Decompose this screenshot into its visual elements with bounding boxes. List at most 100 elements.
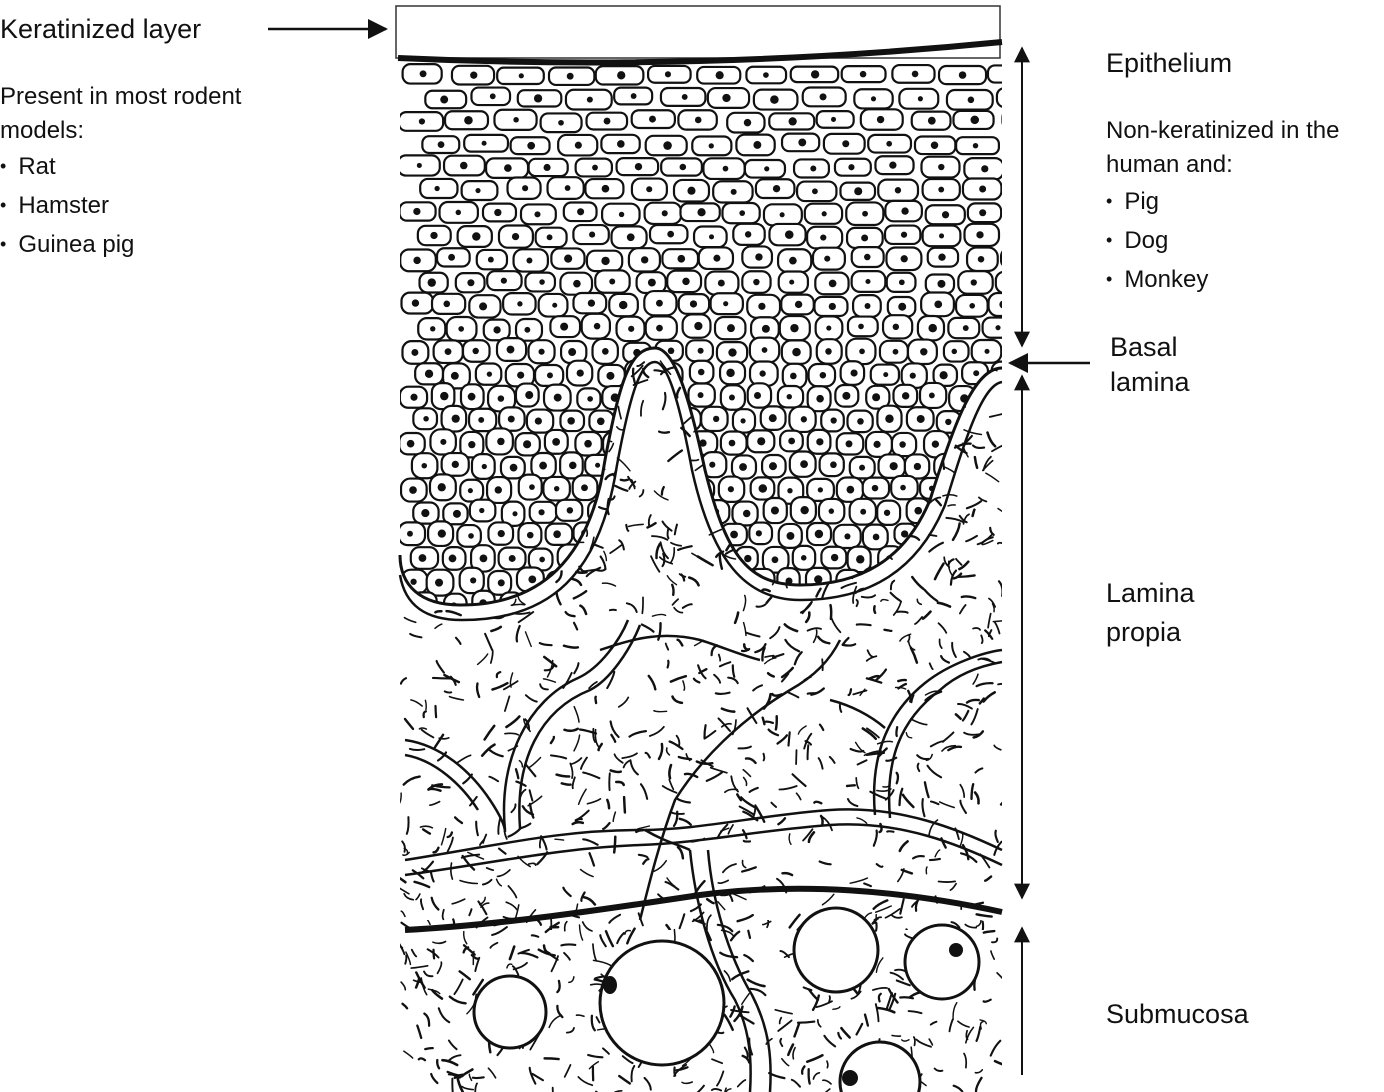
cell-nucleus <box>656 299 663 307</box>
connective-fiber <box>982 691 996 703</box>
cell-nucleus <box>938 186 945 193</box>
cell-nucleus <box>508 554 516 562</box>
rodent-models-line-1: Present in most rodent <box>0 83 242 110</box>
cell-nucleus <box>564 254 573 263</box>
cell-nucleus <box>603 117 611 125</box>
cell-nucleus <box>677 254 686 263</box>
cell-nucleus <box>786 394 792 400</box>
connective-fiber <box>431 676 452 680</box>
cell-nucleus <box>448 253 456 261</box>
connective-fiber <box>976 534 993 546</box>
connective-fiber <box>563 727 579 733</box>
cell-nucleus <box>517 301 523 307</box>
connective-fiber <box>933 562 945 581</box>
connective-fiber <box>719 951 739 959</box>
cell-nucleus <box>984 348 990 354</box>
cell-nucleus <box>740 418 746 424</box>
cell-nucleus <box>792 347 801 357</box>
cell-nucleus <box>727 486 734 493</box>
connective-fiber <box>977 496 988 503</box>
connective-fiber <box>743 1046 749 1059</box>
connective-fiber <box>904 933 914 940</box>
connective-fiber <box>957 1020 970 1028</box>
cell-nucleus <box>744 231 752 238</box>
connective-fiber <box>580 756 588 770</box>
cell-nucleus <box>958 71 967 79</box>
connective-fiber <box>459 879 479 885</box>
connective-fiber <box>886 830 895 833</box>
connective-fiber <box>651 535 669 541</box>
connective-fiber <box>949 882 957 891</box>
cell-nucleus <box>755 253 763 261</box>
connective-fiber <box>657 430 671 434</box>
connective-fiber <box>895 979 911 987</box>
cell-nucleus <box>1009 71 1015 77</box>
epithelial-cell <box>963 546 993 572</box>
cell-nucleus <box>640 393 648 400</box>
cell-nucleus <box>945 509 954 519</box>
connective-fiber <box>876 1006 896 1014</box>
connective-fiber <box>432 846 440 854</box>
cell-nucleus <box>581 484 588 492</box>
connective-fiber <box>474 1082 478 1092</box>
cell-nucleus <box>450 371 459 380</box>
cell-nucleus <box>526 257 533 264</box>
cell-nucleus <box>970 115 980 125</box>
connective-fiber <box>761 588 771 593</box>
connective-fiber <box>685 753 691 762</box>
connective-fiber <box>504 732 520 736</box>
connective-fiber <box>472 950 475 966</box>
connective-fiber <box>418 727 428 730</box>
connective-fiber <box>424 699 427 711</box>
cell-nucleus <box>504 164 512 172</box>
cell-nucleus <box>682 277 690 286</box>
connective-fiber <box>678 913 686 930</box>
submucosa-label: Submucosa <box>1106 999 1249 1029</box>
connective-fiber <box>863 1013 870 1027</box>
submucosa-nuclei <box>603 943 963 1086</box>
cell-nucleus <box>539 461 547 470</box>
cell-nucleus <box>493 326 501 334</box>
connective-fiber <box>949 569 958 586</box>
connective-fiber <box>840 1026 851 1039</box>
cell-nucleus <box>900 484 906 491</box>
connective-fiber <box>813 800 823 805</box>
connective-fiber <box>973 455 979 470</box>
connective-fiber <box>542 678 557 683</box>
connective-fiber <box>717 879 730 885</box>
connective-fiber <box>763 720 775 725</box>
cell-nucleus <box>448 554 457 563</box>
connective-fiber <box>586 798 602 805</box>
connective-fiber <box>892 600 903 616</box>
cell-nucleus <box>770 95 779 104</box>
cell-nucleus <box>826 325 832 331</box>
epithelial-cell <box>601 523 629 548</box>
basal-lamina-inner-line <box>398 360 1003 622</box>
cell-nucleus <box>828 279 837 288</box>
cell-nucleus <box>458 326 465 332</box>
connective-fiber <box>404 954 408 965</box>
connective-fiber <box>788 833 792 846</box>
connective-fiber <box>952 1084 964 1092</box>
cell-nucleus <box>538 348 545 355</box>
connective-fiber <box>617 696 630 708</box>
connective-fiber <box>671 598 679 606</box>
cell-nucleus <box>845 440 853 448</box>
connective-fiber <box>401 1002 409 1010</box>
connective-fiber <box>703 729 717 740</box>
species-item: Rat <box>0 148 134 187</box>
cell-nucleus <box>901 207 909 215</box>
connective-fiber <box>434 610 443 614</box>
cell-nucleus <box>594 599 602 605</box>
connective-fiber <box>671 695 684 705</box>
cell-nucleus <box>713 254 721 262</box>
connective-fiber <box>518 822 532 830</box>
cell-nucleus <box>859 348 865 355</box>
epithelial-cell <box>671 546 700 573</box>
cell-nucleus <box>470 71 478 79</box>
cell-nucleus <box>698 530 707 539</box>
connective-fiber <box>934 849 941 858</box>
cell-nucleus <box>913 462 922 471</box>
connective-fiber <box>846 798 859 808</box>
connective-fiber <box>929 800 940 806</box>
